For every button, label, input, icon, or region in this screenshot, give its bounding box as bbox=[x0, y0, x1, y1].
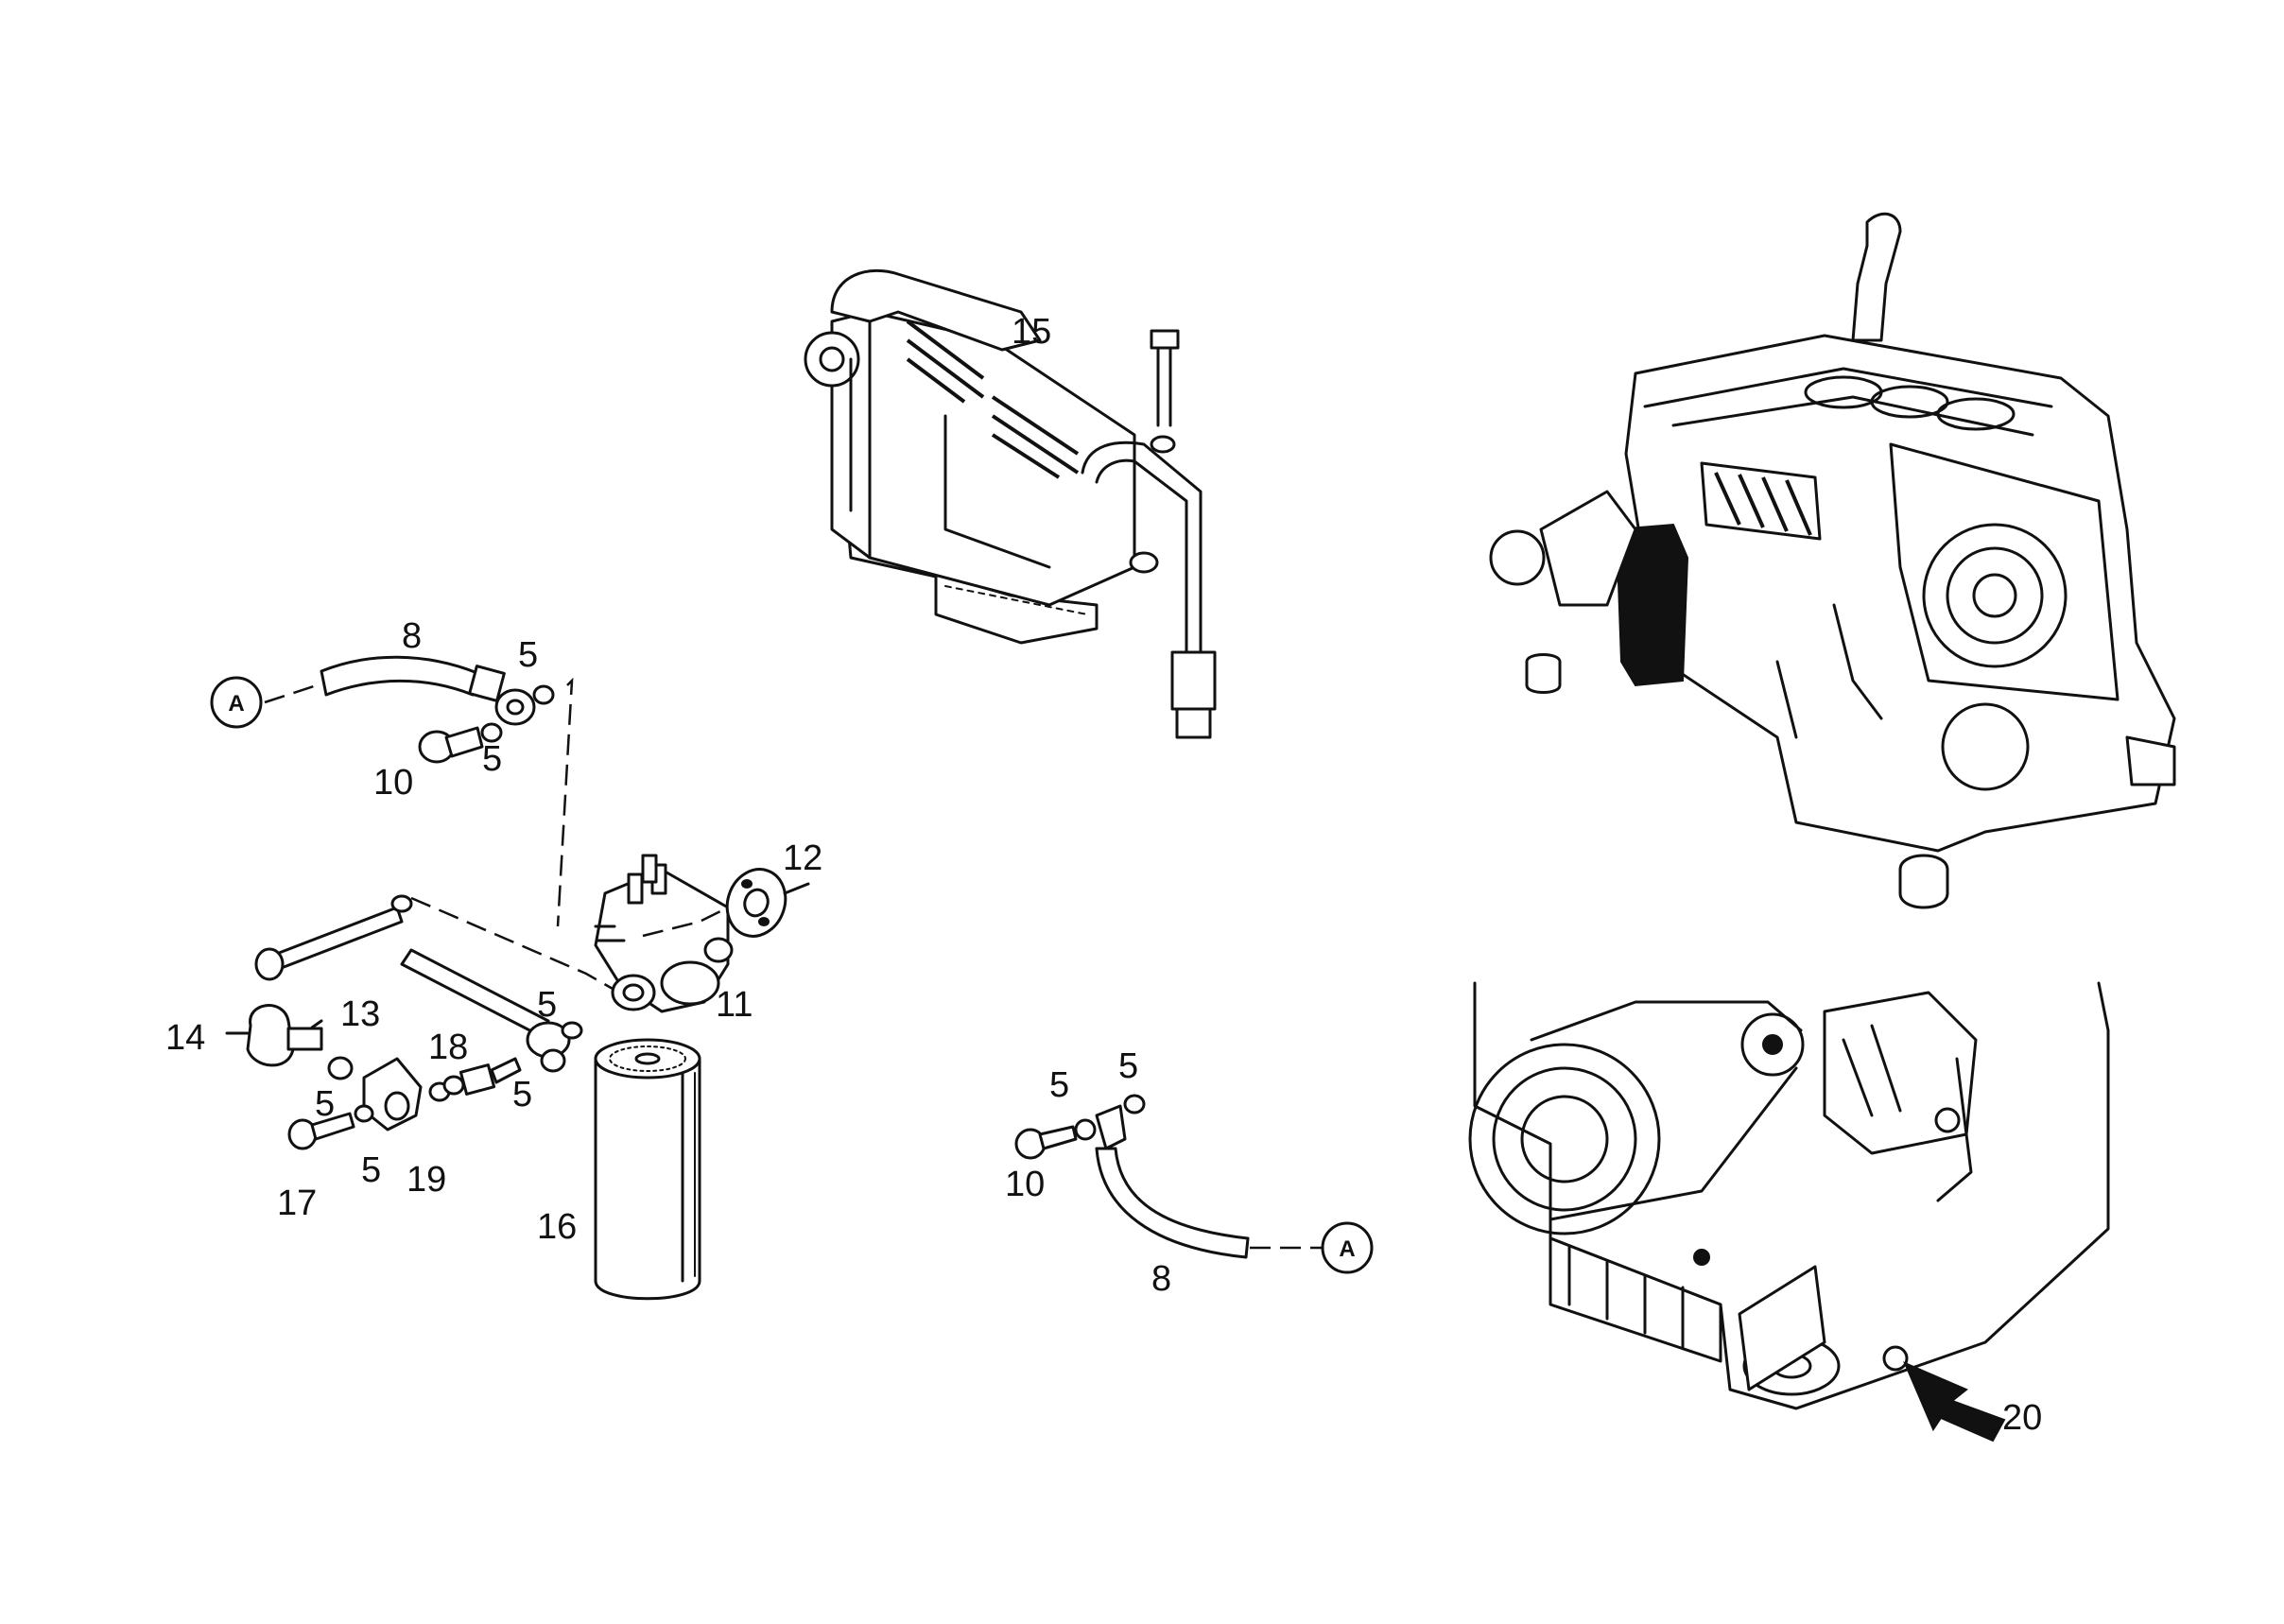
callout-16: 16 bbox=[537, 1207, 577, 1247]
callout-5-mid-b: 5 bbox=[315, 1084, 335, 1124]
callout-5-right-a: 5 bbox=[1049, 1065, 1069, 1105]
callout-10-right: 10 bbox=[1005, 1165, 1045, 1204]
callout-17: 17 bbox=[277, 1183, 317, 1223]
callout-5-mid-c: 5 bbox=[512, 1075, 532, 1114]
callout-5-low-a: 5 bbox=[361, 1150, 381, 1190]
filter-head-group bbox=[225, 854, 810, 1150]
engine-detail-illustration bbox=[1468, 981, 2110, 1443]
callout-13: 13 bbox=[340, 994, 380, 1034]
oil-cooler-assembly bbox=[804, 268, 1217, 739]
callout-19: 19 bbox=[407, 1160, 446, 1200]
callout-14: 14 bbox=[165, 1018, 205, 1058]
ref-marker-a-right-label: A bbox=[1339, 1236, 1355, 1262]
callout-11: 11 bbox=[716, 985, 753, 1025]
upper-left-hose-assembly: A bbox=[210, 655, 574, 927]
callout-8-top: 8 bbox=[402, 616, 422, 656]
callout-5-top-a: 5 bbox=[518, 635, 538, 675]
engine-overview-illustration bbox=[1489, 212, 2176, 909]
ref-marker-a-left bbox=[210, 676, 263, 729]
callout-18: 18 bbox=[428, 1028, 468, 1067]
callout-20: 20 bbox=[2002, 1398, 2042, 1438]
oil-filter-cartridge bbox=[594, 1038, 701, 1301]
callout-12: 12 bbox=[783, 838, 822, 878]
callout-5-top-b: 5 bbox=[482, 739, 502, 779]
callout-5-mid-a: 5 bbox=[537, 985, 557, 1025]
callout-5-right-b: 5 bbox=[1118, 1046, 1138, 1086]
callout-15: 15 bbox=[1012, 312, 1051, 352]
ref-marker-a-right bbox=[1321, 1221, 1374, 1274]
callout-10-top: 10 bbox=[373, 763, 413, 803]
callout-8-right: 8 bbox=[1151, 1259, 1171, 1299]
lower-right-hose-assembly: A bbox=[1014, 1094, 1374, 1274]
ref-marker-a-left-label: A bbox=[228, 691, 244, 717]
